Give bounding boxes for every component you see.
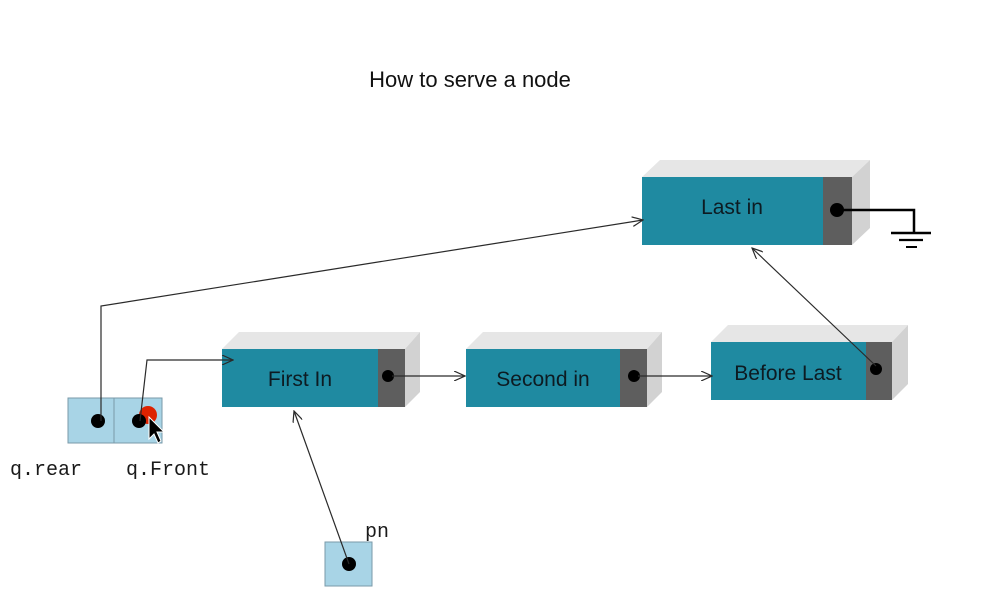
node-label: First In	[268, 368, 332, 391]
node-top-face	[711, 325, 908, 342]
node-first-in: First In	[222, 332, 420, 407]
pointer-dot	[382, 370, 394, 382]
diagram-title: How to serve a node	[369, 67, 571, 92]
node-second-in: Second in	[466, 332, 662, 407]
node-top-face	[222, 332, 420, 349]
node-side-face	[405, 332, 420, 407]
q-rear-label: q.rear	[10, 459, 82, 482]
rear-to-last-arrow	[100, 220, 643, 421]
front-pointer-dot	[132, 414, 146, 428]
node-data-cell	[711, 342, 866, 400]
node-data-cell	[466, 349, 620, 407]
node-before-last: Before Last	[711, 325, 908, 400]
node-side-face	[647, 332, 662, 407]
pointer-dot	[870, 363, 882, 375]
node-data-cell	[222, 349, 378, 407]
node-data-cell	[642, 177, 823, 245]
rear-pointer-dot	[91, 414, 105, 428]
node-last-in: Last in	[642, 160, 870, 245]
node-side-face	[892, 325, 908, 400]
node-top-face	[466, 332, 662, 349]
rear-cell	[67, 397, 115, 444]
node-label: Second in	[496, 368, 589, 391]
pn-to-first-arrow	[294, 411, 350, 565]
pn-label: pn	[365, 521, 389, 544]
q-front-label: q.Front	[126, 459, 210, 482]
ground-symbol-icon	[837, 208, 931, 248]
mouse-cursor-icon	[148, 415, 166, 444]
node-label: Last in	[701, 196, 763, 219]
node-top-face	[642, 160, 870, 177]
front-to-first-arrow	[139, 360, 233, 422]
pointer-dot	[628, 370, 640, 382]
link-before-last-to-last-arrow	[752, 248, 877, 367]
node-label: Before Last	[734, 362, 842, 385]
queue-pointer-box	[67, 397, 163, 444]
node-side-face	[852, 160, 870, 245]
